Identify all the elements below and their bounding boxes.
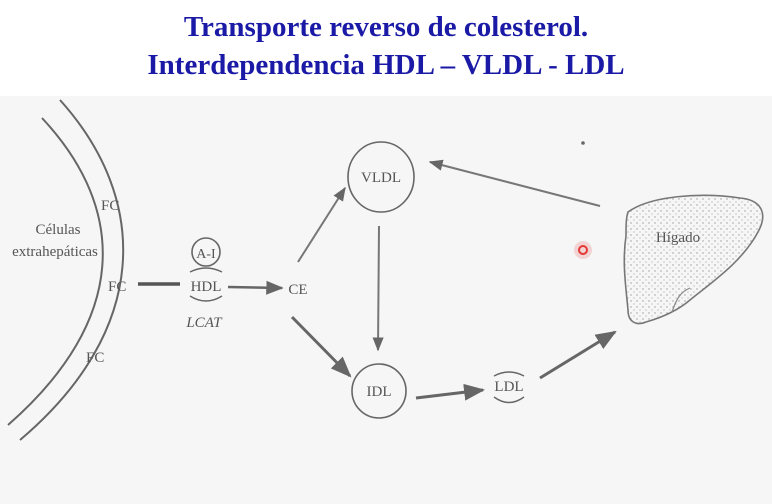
hdl-bracket-top	[189, 267, 223, 273]
ldl-bracket-bottom	[493, 396, 525, 404]
hdl-to-ce-arrow	[227, 280, 284, 295]
ldl-label: LDL	[494, 379, 523, 395]
vldl-to-idl-arrow	[372, 225, 384, 352]
fc-label-middle: FC	[108, 279, 126, 295]
apo-a1-label: A-I	[196, 247, 216, 262]
idl-node	[351, 363, 407, 419]
fc-label-bottom: FC	[86, 350, 104, 366]
idl-to-ldl-arrow	[415, 383, 486, 401]
liver-lobe-line	[671, 287, 691, 313]
hdl-label: HDL	[191, 279, 222, 295]
cell-membrane-outer	[19, 99, 125, 441]
apo-a1-circle	[191, 237, 221, 267]
cell-membrane-inner	[7, 117, 104, 426]
liver-label: Hígado	[656, 230, 700, 246]
cells-label-line2: extrahepáticas	[12, 244, 98, 260]
stray-dot	[581, 141, 585, 145]
laser-pointer-glow	[574, 241, 592, 259]
ce-label: CE	[288, 282, 307, 298]
liver-to-vldl-arrow	[428, 159, 601, 207]
slide-title: Transporte reverso de colesterol. Interd…	[0, 8, 772, 84]
lcat-label: LCAT	[185, 315, 223, 331]
title-line-2: Interdependencia HDL – VLDL - LDL	[147, 49, 625, 81]
hdl-bracket-bottom	[189, 295, 223, 302]
laser-pointer-dot	[578, 245, 588, 255]
cells-label-line1: Células	[36, 222, 81, 238]
vldl-label: VLDL	[361, 170, 401, 186]
ldl-bracket-top	[493, 371, 525, 377]
vldl-node	[347, 141, 415, 213]
liver-shape	[623, 194, 764, 325]
fc-label-top: FC	[101, 198, 119, 214]
ldl-to-liver-arrow	[539, 330, 617, 380]
ce-to-idl-arrow	[290, 315, 352, 378]
idl-label: IDL	[367, 384, 392, 400]
ce-to-vldl-arrow	[297, 186, 346, 263]
title-line-1: Transporte reverso de colesterol.	[183, 11, 589, 43]
